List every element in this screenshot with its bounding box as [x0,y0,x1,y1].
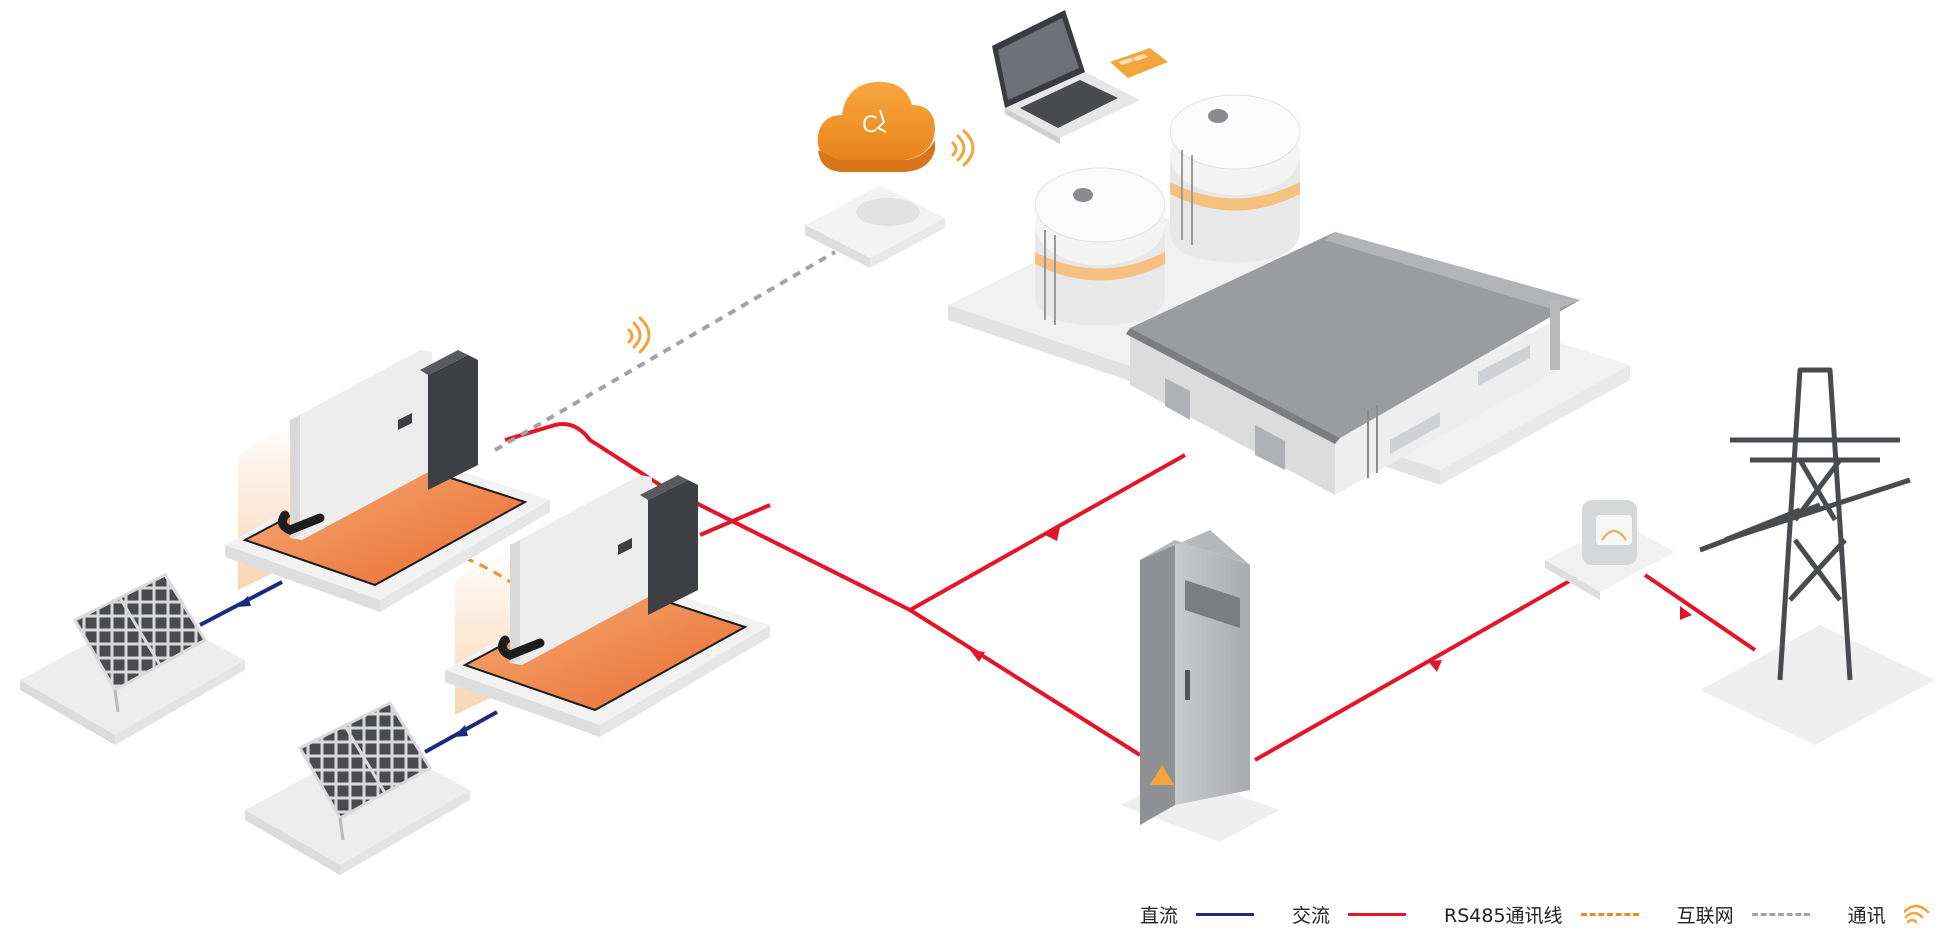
legend-item-dc: 直流 [1140,901,1255,928]
rs485-line-sample [1580,912,1639,916]
solar-panel-icon [20,573,245,745]
inverter-icon [445,475,770,737]
wifi-icon [951,129,975,167]
dc-line-sample [1196,912,1255,916]
distribution-cabinet-icon [1120,530,1280,842]
meter-icon [1545,500,1675,600]
cloud-icon: C [817,81,935,172]
ac-arrows [970,527,1692,672]
power-tower-icon [1699,367,1935,745]
solar-panel-icon [245,701,470,875]
storage-tank-icon [1169,94,1301,262]
storage-tank-icon [1034,167,1166,325]
wifi-icon [1903,904,1929,924]
ac-lines [504,422,1757,762]
internet-line [493,250,837,452]
dc-arrows [236,596,468,737]
laptop-icon [992,10,1140,144]
document-icon [1110,48,1168,78]
legend: 直流 交流 RS485通讯线 互联网 通讯 [1140,896,1930,932]
legend-label-ac: 交流 [1292,904,1331,927]
inverter-icon [225,350,550,612]
legend-item-ac: 交流 [1292,901,1407,928]
wifi-icon [627,316,651,354]
legend-item-rs485: RS485通讯线 [1444,901,1639,928]
legend-label-internet: 互联网 [1676,904,1734,927]
internet-line-sample [1751,912,1810,916]
router-icon [805,185,945,268]
legend-label-comm: 通讯 [1847,904,1886,927]
svg-text:C: C [862,113,877,138]
legend-label-rs485: RS485通讯线 [1444,904,1563,927]
factory-building [1126,232,1580,495]
legend-label-dc: 直流 [1140,904,1179,927]
legend-item-comm: 通讯 [1848,901,1930,928]
legend-item-internet: 互联网 [1677,901,1810,928]
ac-line-sample [1348,912,1407,916]
